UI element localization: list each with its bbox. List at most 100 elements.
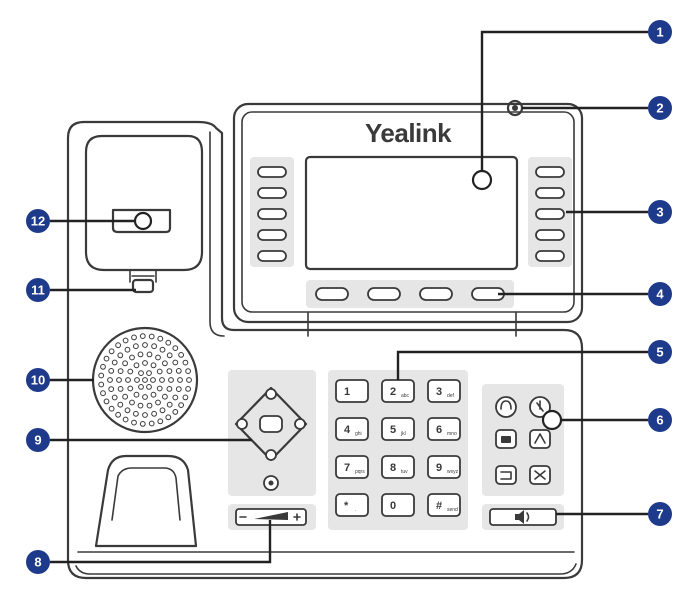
nav-right-key[interactable] [294,418,306,430]
speaker-hole-5 [138,370,144,377]
soft-key-2[interactable] [367,287,401,301]
message-icon [501,436,511,443]
callout-badge-9: 9 [26,428,50,452]
keypad-key-label: 5 [390,424,396,436]
speaker-hole-43 [142,412,148,418]
speaker-hole-15 [133,362,140,369]
callout-number: 6 [656,413,663,428]
keypad-key-12[interactable]: #send [427,493,461,517]
callout-line-5 [396,350,648,380]
speaker-hole-80 [108,348,115,355]
speaker-hole-79 [103,355,110,362]
callout-badge-2: 2 [648,96,672,120]
soft-key-3[interactable] [419,287,453,301]
keypad-key-label: 4 [344,424,351,436]
keypad-key-letters: wxyz [447,469,459,475]
line-key-left-1[interactable] [257,166,287,178]
keypad-key-label: 0 [390,500,396,512]
line-key-right-4[interactable] [535,229,565,241]
speaker-hole-52 [117,352,124,359]
speaker-hole-25 [129,399,135,406]
reversible-tab-body [131,278,155,294]
speaker-hole-24 [137,402,144,409]
speaker-hole-76 [98,381,105,388]
keypad-key-label: * [344,500,349,512]
speaker-hole-87 [165,339,172,346]
ok-key[interactable] [259,415,283,433]
line-key-left-3[interactable] [257,208,287,220]
speaker-hole-8 [156,385,163,392]
line-key-right-1[interactable] [535,166,565,178]
speaker-hole-3 [138,384,144,390]
nav-up-key[interactable] [265,388,277,400]
line-key-right-5[interactable] [535,250,565,262]
callout-number: 11 [31,283,45,298]
power-indicator-led-inner [512,105,518,111]
hold-key[interactable] [529,429,551,449]
line-key-left-5[interactable] [257,250,287,262]
keypad-key-letters: pqrs [355,469,365,475]
line-key-right-3[interactable] [535,208,565,220]
keypad-key-1[interactable]: 1 [335,379,369,403]
redial-key[interactable] [495,465,517,485]
keypad-key-7[interactable]: 7 pqrs [335,455,369,479]
hook-switch [111,208,172,234]
speaker-hole-78 [100,363,106,370]
speaker-hole-84 [139,333,146,340]
speaker-hole-22 [155,399,161,406]
speaker-hole-49 [107,377,113,383]
speaker-hole-54 [133,343,139,350]
transfer-icon [534,470,546,480]
lcd-screen [304,155,519,271]
soft-key-1[interactable] [315,287,349,301]
feature-key-panel [482,384,564,496]
speaker-hole-45 [124,407,131,414]
keypad-key-10[interactable]: *. [335,493,369,517]
cradle-outline [209,131,225,337]
line-key-left-2[interactable] [257,187,287,199]
speaker-hole-11 [133,391,140,398]
speaker-hole-74 [103,398,110,405]
speaker-hole-6 [146,370,152,377]
brand-logo: Yealink [365,118,452,148]
speaker-hole-90 [182,359,189,366]
callout-number: 4 [656,287,664,302]
phone-body-outline [66,120,584,580]
speaker-hole-38 [175,386,182,393]
speaker-hole-12 [127,385,134,392]
keypad-key-label: # [436,500,442,512]
speaker-hole-1 [150,377,156,383]
nav-left-key[interactable] [236,418,248,430]
headset-key[interactable] [495,396,517,418]
speaker-hole-63 [182,394,189,401]
callout-number: 8 [34,555,41,570]
keypad-key-label: 7 [344,462,350,474]
phone-base-lower [75,563,577,575]
speaker-hole-42 [151,410,158,417]
speaker-grill [91,326,199,434]
speaker-hole-13 [125,377,131,383]
hook-switch-button[interactable] [133,211,153,231]
speaker-hole-89 [178,352,185,358]
speaker-hole-29 [117,368,124,375]
line-key-right-2[interactable] [535,187,565,199]
keypad-key-11[interactable]: 0 [381,493,415,517]
speaker-hole-83 [131,334,137,341]
speaker-hole-51 [111,359,118,366]
line-keys-left [257,166,287,262]
line-key-left-4[interactable] [257,229,287,241]
speaker-hole-68 [148,420,155,427]
speaker-hole-56 [151,343,158,350]
speaker-hole-9 [150,391,157,398]
nav-down-key[interactable] [265,449,277,461]
callout-line-1 [480,30,648,180]
speaker-hole-23 [146,402,153,409]
